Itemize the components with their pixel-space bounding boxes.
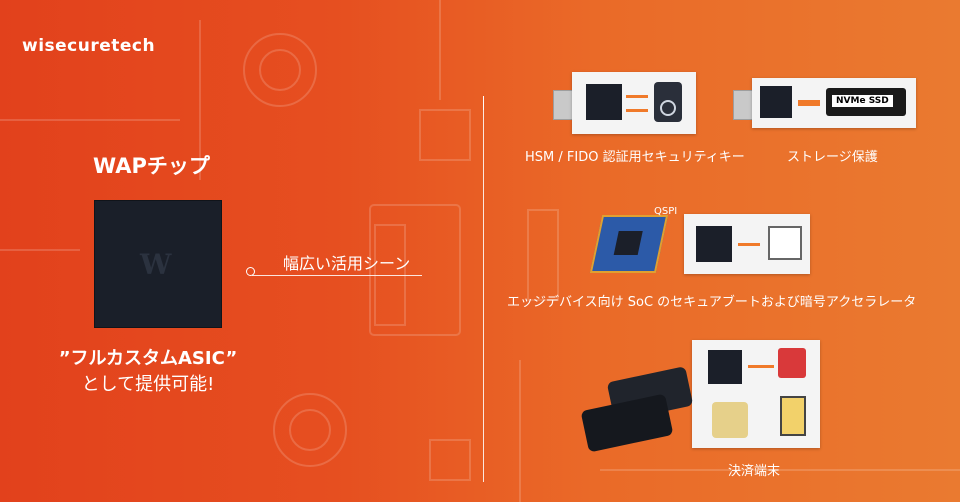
connector-dot xyxy=(246,267,255,276)
caption-security-key: HSM / FIDO 認証用セキュリティキー xyxy=(525,150,745,165)
use-cases-label: 幅広い活用シーン xyxy=(283,254,411,273)
display-module-icon xyxy=(780,396,806,436)
arrow-icon xyxy=(798,100,820,106)
mini-chip xyxy=(708,350,742,384)
soc-card xyxy=(684,214,810,274)
caption-storage: ストレージ保護 xyxy=(787,150,878,165)
asic-note: ”フルカスタムASIC” として提供可能! xyxy=(38,346,258,398)
arrow-icon xyxy=(626,109,648,112)
caption-edge-soc: エッジデバイス向け SoC のセキュアブートおよび暗号アクセラレータ xyxy=(507,295,917,310)
nfc-card-icon xyxy=(778,348,806,378)
brand-logo: wisecuretech xyxy=(22,36,156,56)
asic-line-2: として提供可能! xyxy=(81,374,215,395)
security-key-card xyxy=(572,72,696,134)
mini-chip xyxy=(586,84,622,120)
arrow-icon xyxy=(626,95,648,98)
asic-line-1: ”フルカスタムASIC” xyxy=(58,348,238,369)
mini-chip xyxy=(696,226,732,262)
divider-tick xyxy=(483,96,484,110)
mini-chip xyxy=(760,86,792,118)
payment-card xyxy=(692,340,820,448)
storage-card: NVMe SSD xyxy=(752,78,916,128)
arrow-icon xyxy=(738,243,760,246)
soc-board-icon xyxy=(589,215,669,273)
caption-payment: 決済端末 xyxy=(728,464,781,479)
sim-chip-icon xyxy=(712,402,748,438)
wap-chip-image: W xyxy=(94,200,222,328)
qspi-label: QSPI xyxy=(654,206,678,217)
payment-terminal-image xyxy=(580,366,700,453)
arrow-icon xyxy=(748,365,774,368)
divider-line xyxy=(483,96,484,482)
fingerprint-sensor-icon xyxy=(654,82,682,122)
chip-title: WAPチップ xyxy=(93,154,210,178)
connector-line xyxy=(252,275,422,276)
nvme-ssd-icon: NVMe SSD xyxy=(826,88,906,116)
processor-icon xyxy=(768,226,802,260)
ssd-label: NVMe SSD xyxy=(832,95,893,107)
